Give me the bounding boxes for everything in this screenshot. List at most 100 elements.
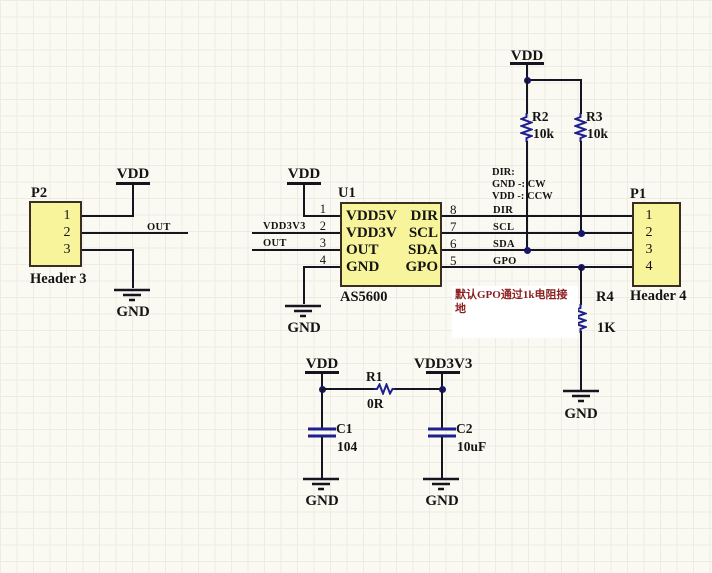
wire-c1-top — [321, 389, 323, 428]
r4-value[interactable]: 1K — [597, 320, 616, 336]
u1-vdd-power-bar — [287, 182, 321, 185]
u1-pin-row-4: GND GPO — [346, 259, 438, 275]
wire-p2-pin3-gnd — [132, 249, 134, 288]
r3-value[interactable]: 10k — [587, 126, 609, 141]
wire-r1-left — [321, 388, 375, 390]
c1-value[interactable]: 104 — [337, 439, 358, 454]
junction-dot-sda — [524, 247, 531, 254]
vdd3v3-power-bar — [426, 371, 460, 374]
dir-direction-note[interactable]: DIR: GND -: CW VDD -: CCW — [492, 167, 553, 203]
junction-dot-scl — [578, 230, 585, 237]
pullup-vdd-power-label[interactable]: VDD — [510, 48, 544, 64]
net-label-scl[interactable]: SCL — [493, 222, 515, 233]
c2-refdes[interactable]: C2 — [456, 421, 473, 436]
p1-pin1-number: 1 — [645, 208, 653, 223]
gnd-symbol-r4[interactable] — [561, 389, 601, 403]
u1-pin-name-dir: DIR — [410, 207, 438, 224]
r2-value[interactable]: 10k — [533, 126, 555, 141]
p2-pin1-number: 1 — [63, 208, 71, 223]
u1-pin-name-vdd3v: VDD3V — [346, 224, 397, 241]
p1-pin2-number: 2 — [645, 225, 653, 240]
r4-refdes[interactable]: R4 — [596, 289, 614, 305]
c1-refdes[interactable]: C1 — [336, 421, 353, 436]
wire-vdd-stem-bottom — [321, 373, 323, 391]
u1-refdes[interactable]: U1 — [338, 185, 356, 201]
wire-u1-pin1-vdd — [303, 184, 305, 217]
r3-refdes[interactable]: R3 — [586, 109, 603, 124]
u1-pin-name-scl: SCL — [408, 224, 438, 241]
r1-value[interactable]: 0R — [367, 396, 384, 411]
net-label-out-p2[interactable]: OUT — [147, 222, 171, 233]
gnd-symbol-u1[interactable] — [283, 304, 323, 318]
gnd-symbol-p2[interactable] — [112, 288, 152, 302]
c2-gnd-label: GND — [425, 493, 459, 509]
dir-note-line2: GND -: CW — [492, 179, 546, 190]
gpo-note-box[interactable]: 默认GPO通过1k电阻接 地 — [452, 286, 578, 338]
u1-pin8-number: 8 — [450, 202, 457, 217]
r1-refdes[interactable]: R1 — [366, 369, 383, 384]
gnd-symbol-c2[interactable] — [421, 477, 461, 491]
p2-pin3-number: 3 — [63, 242, 71, 257]
p2-header-body[interactable] — [29, 201, 82, 267]
p2-gnd-label: GND — [116, 304, 150, 320]
wire-u1-pin3 — [252, 249, 342, 251]
c2-value[interactable]: 10uF — [457, 439, 487, 454]
wire-u1-pin1 — [303, 215, 342, 217]
net-label-vdd3v3-u1[interactable]: VDD3V3 — [263, 221, 306, 232]
wire-r2-bottom — [526, 141, 528, 251]
u1-body[interactable] — [340, 202, 442, 287]
dir-note-line3: VDD -: CCW — [492, 191, 553, 202]
u1-gnd-label: GND — [287, 320, 321, 336]
dir-note-line1: DIR: — [492, 167, 515, 178]
p2-vdd-power-label[interactable]: VDD — [116, 166, 150, 182]
wire-r1-right — [395, 388, 443, 390]
capacitor-c2[interactable] — [428, 427, 456, 438]
wire-r2-top — [526, 79, 528, 114]
u1-pin2-number: 2 — [319, 219, 326, 233]
u1-pin-row-1: VDD5V DIR — [346, 208, 438, 224]
wire-p2-pin1 — [82, 215, 134, 217]
wire-r4-bottom — [580, 331, 582, 390]
net-label-gpo[interactable]: GPO — [493, 256, 517, 267]
resistor-r1[interactable] — [374, 383, 396, 395]
c1-vdd-power-bar — [305, 371, 339, 374]
vdd3v3-power-label[interactable]: VDD3V3 — [414, 356, 473, 372]
capacitor-c1[interactable] — [308, 427, 336, 438]
u1-pin7-number: 7 — [450, 219, 457, 234]
net-label-sda[interactable]: SDA — [493, 239, 515, 250]
pullup-vdd-power-bar — [510, 62, 544, 65]
p1-header-body[interactable] — [632, 202, 681, 287]
p2-refdes[interactable]: P2 — [31, 185, 48, 201]
wire-p2-pin3 — [82, 249, 134, 251]
gnd-symbol-c1[interactable] — [301, 477, 341, 491]
wire-scl — [442, 232, 634, 234]
net-label-dir[interactable]: DIR — [493, 205, 514, 216]
p2-type-label: Header 3 — [30, 271, 87, 287]
u1-part-name: AS5600 — [340, 289, 388, 305]
gpo-note-line2: 地 — [455, 303, 466, 315]
u1-pin-name-out: OUT — [346, 241, 379, 258]
wire-u1-pin4-gnd — [303, 266, 305, 304]
u1-pin-name-gnd: GND — [346, 258, 380, 275]
c1-gnd-label: GND — [305, 493, 339, 509]
wire-vdd-branch — [526, 79, 582, 81]
c1-vdd-power-label[interactable]: VDD — [305, 356, 339, 372]
r2-refdes[interactable]: R2 — [532, 109, 549, 124]
resistor-r3[interactable] — [574, 113, 587, 142]
resistor-r2[interactable] — [520, 113, 533, 142]
p1-refdes[interactable]: P1 — [630, 186, 647, 202]
resistor-r4[interactable] — [574, 304, 587, 333]
u1-pin-name-vdd5v: VDD5V — [346, 207, 397, 224]
u1-pin4-number: 4 — [319, 253, 326, 267]
gpo-note-line1: 默认GPO通过1k电阻接 — [455, 289, 568, 301]
net-label-out-u1[interactable]: OUT — [263, 238, 287, 249]
wire-p2-pin1-vdd — [132, 184, 134, 217]
u1-pin6-number: 6 — [450, 236, 457, 251]
u1-vdd-power-label[interactable]: VDD — [287, 166, 321, 182]
r4-gnd-label: GND — [564, 406, 598, 422]
wire-vdd3v3-stem — [441, 373, 443, 391]
u1-pin5-number: 5 — [450, 253, 457, 268]
wire-r3-bottom — [580, 141, 582, 234]
p1-type-label: Header 4 — [630, 288, 687, 304]
